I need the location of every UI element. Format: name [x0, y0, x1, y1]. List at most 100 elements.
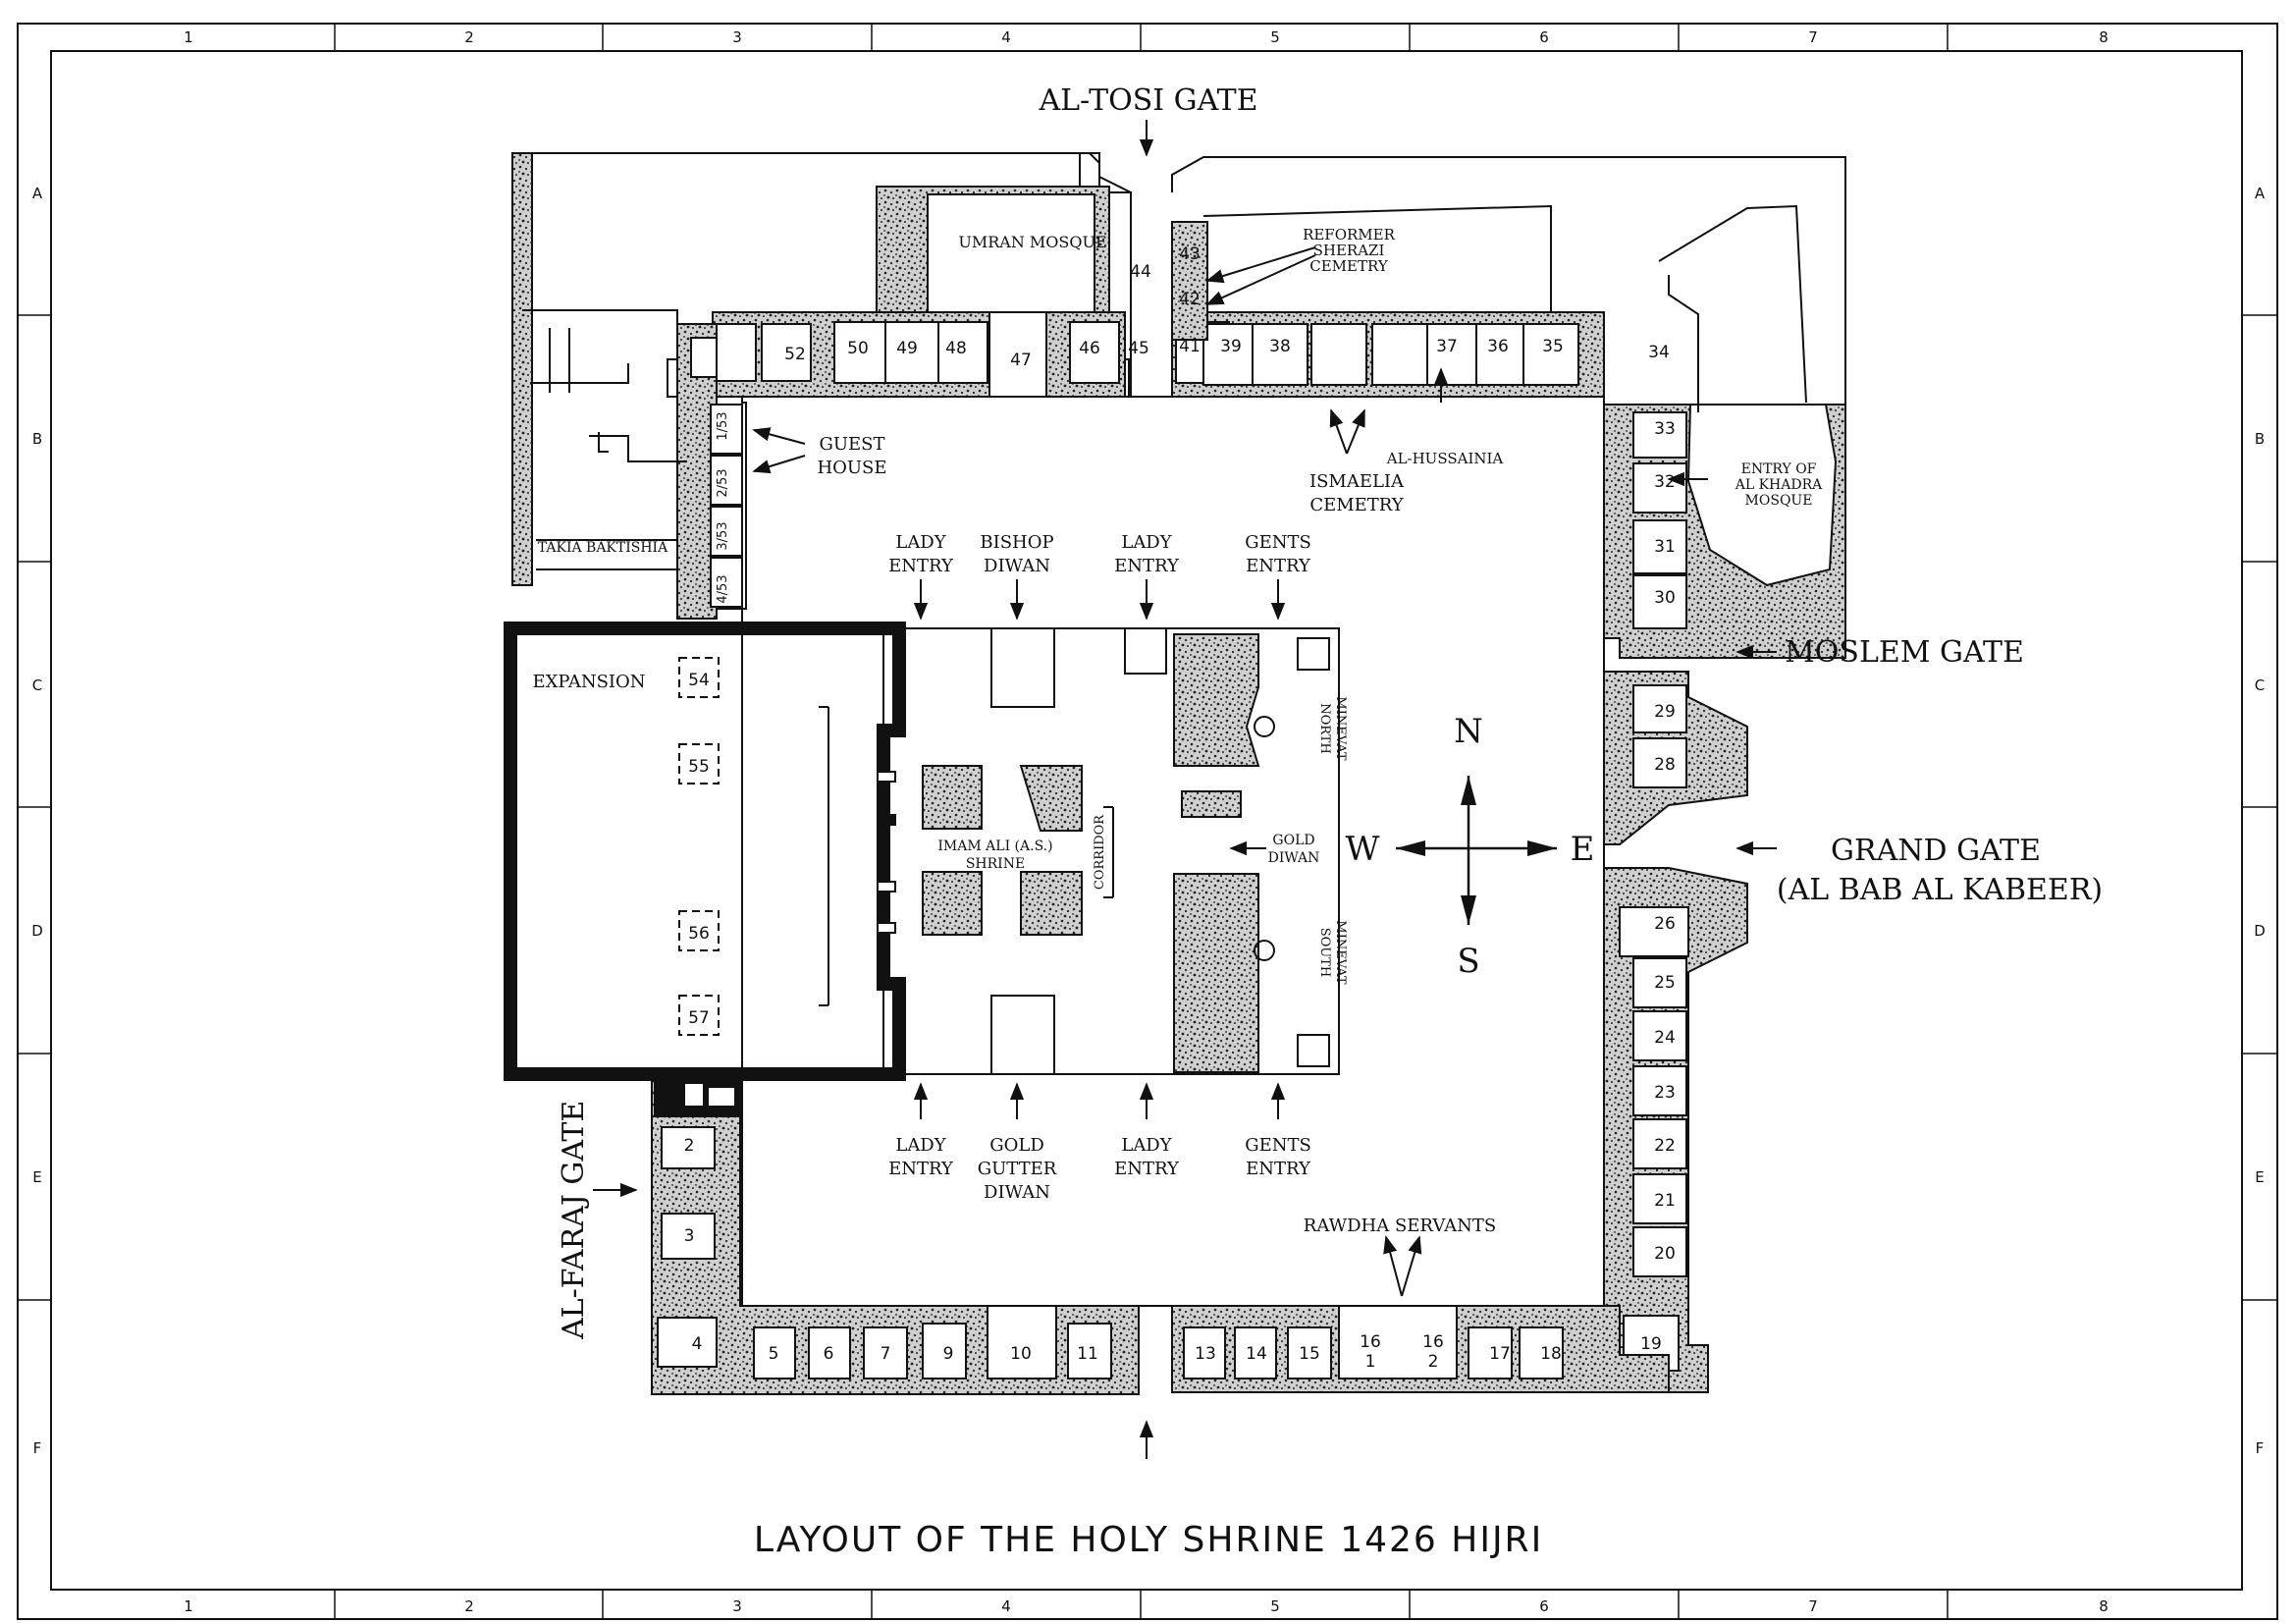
room-53-2: 2/53 [716, 468, 730, 497]
row-label-e: E [32, 1168, 41, 1186]
gold-diwan-label-2: DIWAN [1268, 850, 1320, 866]
n-bishop-diwan-a: BISHOP [980, 532, 1053, 553]
col-label-7: 7 [1808, 28, 1818, 46]
col-label-3: 3 [732, 28, 742, 46]
room-20: 20 [1654, 1244, 1676, 1264]
south-minaret-label-2: MINEVAT [1333, 920, 1348, 984]
room-48: 48 [945, 339, 967, 358]
guest-house-label-2: HOUSE [817, 458, 886, 478]
room-57: 57 [688, 1008, 710, 1028]
room-53-3: 3/53 [716, 521, 730, 550]
grid-labels: 1 2 3 4 5 6 7 8 1 2 3 4 5 6 7 8 A B C D … [31, 28, 2266, 1615]
col-label-8: 8 [2099, 28, 2109, 46]
col-label-1b: 1 [184, 1597, 193, 1615]
col-label-8b: 8 [2099, 1597, 2109, 1615]
room-33: 33 [1654, 419, 1676, 439]
s-gold-gutter-a: GOLD [989, 1135, 1044, 1156]
gate-labels: AL-TOSI GATE MOSLEM GATE GRAND GATE (AL … [557, 83, 2103, 1340]
col-label-5b: 5 [1270, 1597, 1280, 1615]
s-lady-entry-1a: LADY [895, 1135, 946, 1156]
room-53-4: 4/53 [716, 574, 730, 603]
col-label-2b: 2 [464, 1597, 474, 1615]
room-34: 34 [1648, 343, 1670, 362]
room-19: 19 [1640, 1334, 1662, 1354]
row-label-e-r: E [2255, 1168, 2264, 1186]
wall-masses [511, 152, 1846, 1395]
compass-rose: N S W E [1346, 712, 1595, 981]
ismaelia-label-2: CEMETRY [1309, 495, 1404, 515]
n-gents-entry-a: GENTS [1245, 532, 1311, 553]
room-50: 50 [847, 339, 869, 358]
guest-house-label-1: GUEST [819, 434, 884, 455]
room-2: 2 [684, 1136, 695, 1156]
compass-e: E [1571, 830, 1595, 869]
compass-w: W [1346, 830, 1380, 869]
room-54: 54 [688, 671, 710, 690]
room-39: 39 [1220, 337, 1242, 356]
room-1: 1 [690, 1089, 701, 1109]
room-21: 21 [1654, 1191, 1676, 1211]
col-label-2: 2 [464, 28, 474, 46]
col-label-1: 1 [184, 28, 193, 46]
room-16-1-top: 16 [1360, 1332, 1381, 1352]
row-label-a-r: A [2255, 185, 2266, 202]
n-lady-entry-1a: LADY [895, 532, 946, 553]
room-4: 4 [692, 1334, 703, 1354]
s-gold-gutter-c: DIWAN [984, 1182, 1050, 1203]
room-42: 42 [1179, 290, 1201, 309]
ismaelia-label-1: ISMAELIA [1309, 471, 1405, 492]
reformer-label-3: CEMETRY [1309, 257, 1389, 275]
n-bishop-diwan-b: DIWAN [984, 556, 1050, 576]
room-41: 41 [1179, 337, 1201, 356]
room-6: 6 [824, 1344, 834, 1364]
compass-s: S [1457, 942, 1479, 981]
arrows [593, 120, 1777, 1459]
row-label-f: F [33, 1439, 42, 1457]
room-55: 55 [688, 757, 710, 777]
room-43: 43 [1179, 244, 1201, 264]
room-5: 5 [769, 1344, 779, 1364]
reformer-label-1: REFORMER [1303, 226, 1396, 243]
room-26: 26 [1654, 914, 1676, 934]
room-47: 47 [1010, 351, 1032, 370]
room-49: 49 [896, 339, 918, 358]
room-37: 37 [1436, 337, 1458, 356]
area-labels: UMRAN MOSQUE REFORMER SHERAZI CEMETRY GU… [532, 226, 1823, 1236]
col-label-4: 4 [1001, 28, 1011, 46]
room-30: 30 [1654, 588, 1676, 608]
room-3: 3 [684, 1226, 695, 1246]
row-label-f-r: F [2256, 1439, 2265, 1457]
north-minaret-label-1: NORTH [1317, 703, 1332, 754]
khadra-label-2: AL KHADRA [1735, 477, 1823, 493]
room-9: 9 [943, 1344, 954, 1364]
col-label-6b: 6 [1539, 1597, 1549, 1615]
room-36: 36 [1487, 337, 1509, 356]
takia-label: TAKIA BAKTISHIA [538, 540, 668, 556]
s-gents-entry-a: GENTS [1245, 1135, 1311, 1156]
room-13: 13 [1195, 1344, 1216, 1364]
s-lady-entry-2a: LADY [1121, 1135, 1172, 1156]
room-16-2-bot: 2 [1428, 1352, 1439, 1372]
room-7: 7 [881, 1344, 891, 1364]
room-22: 22 [1654, 1136, 1676, 1156]
compass-n: N [1454, 712, 1483, 751]
room-53-1: 1/53 [716, 411, 730, 440]
row-label-a: A [32, 185, 43, 202]
gold-diwan-label-1: GOLD [1272, 833, 1314, 848]
s-gold-gutter-b: GUTTER [978, 1159, 1057, 1179]
al-faraj-gate-label: AL-FARAJ GATE [557, 1101, 591, 1340]
room-25: 25 [1654, 973, 1676, 993]
expansion-label: EXPANSION [532, 672, 645, 692]
room-numbers: 1 2 3 4 5 6 7 9 10 11 13 14 15 16 1 16 2… [684, 244, 1676, 1372]
room-32: 32 [1654, 472, 1676, 492]
room-11: 11 [1077, 1344, 1098, 1364]
shrine-label-2: SHRINE [966, 856, 1025, 872]
s-gents-entry-b: ENTRY [1246, 1159, 1311, 1179]
al-tosi-gate-label: AL-TOSI GATE [1038, 83, 1257, 118]
n-lady-entry-2a: LADY [1121, 532, 1172, 553]
n-lady-entry-1b: ENTRY [888, 556, 954, 576]
corridor-label: CORRIDOR [1093, 814, 1107, 890]
south-minaret-label-1: SOUTH [1317, 928, 1332, 978]
grand-gate-sub-label: (AL BAB AL KABEER) [1777, 873, 2103, 907]
